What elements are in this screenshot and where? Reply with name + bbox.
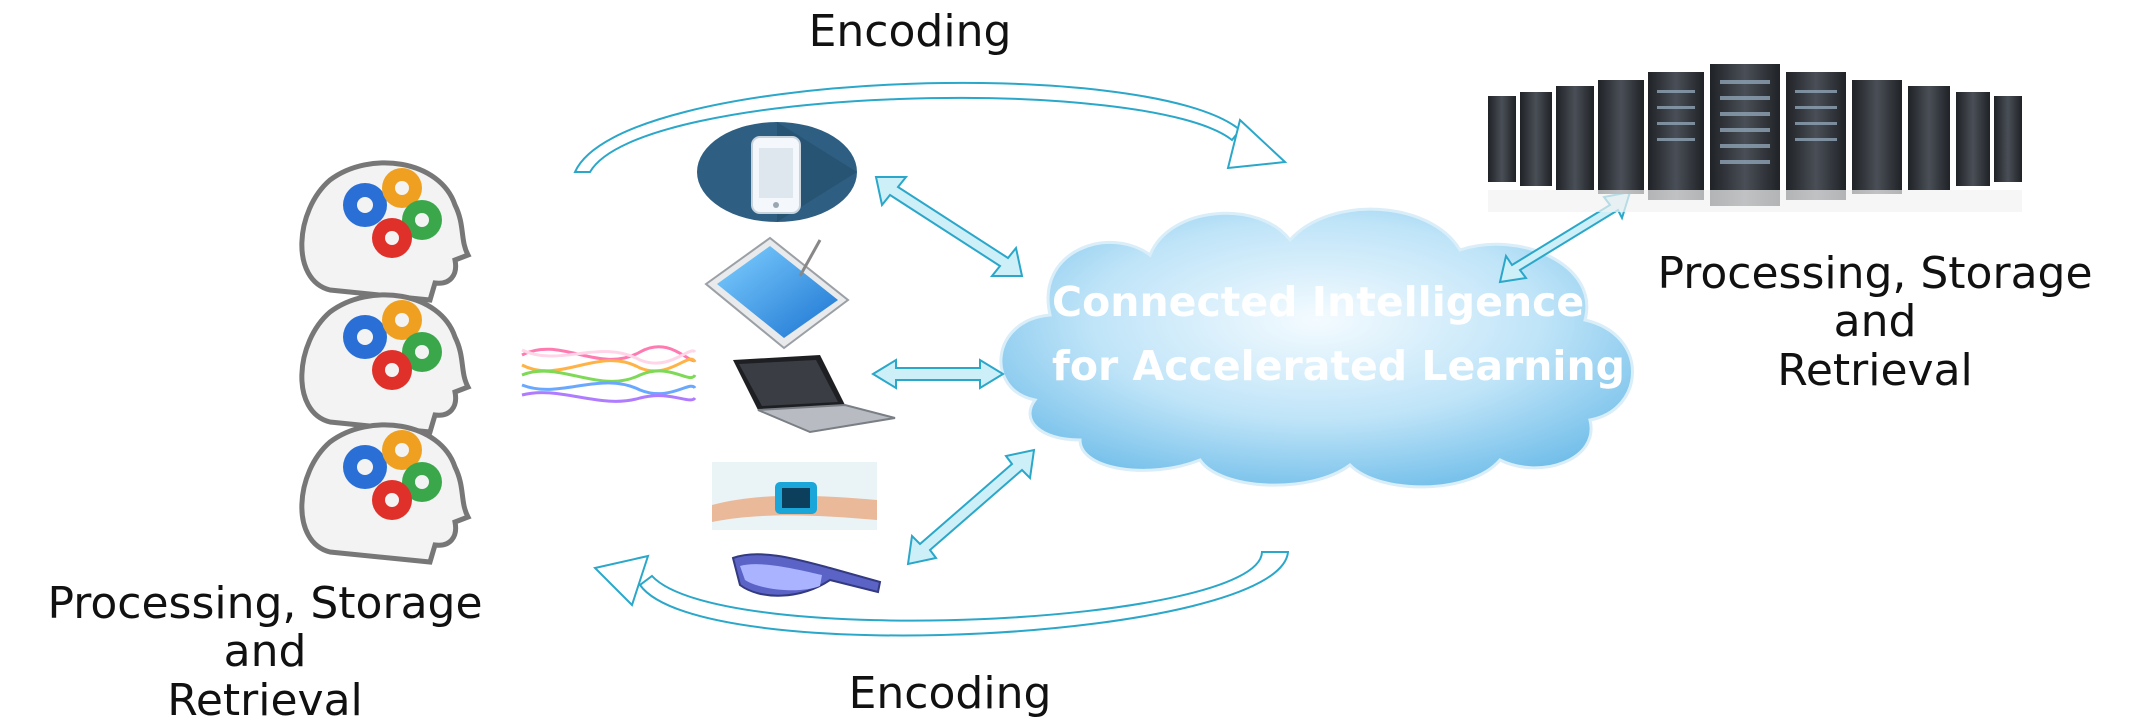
server-rack-icon xyxy=(1488,64,2022,212)
arrow-phone-cloud xyxy=(874,176,1024,277)
cloud-label-line2: for Accelerated Learning xyxy=(1052,342,1626,390)
smartphone-icon xyxy=(697,122,857,222)
smartwatch-icon xyxy=(712,462,877,530)
arrow-glasses-cloud xyxy=(906,448,1036,566)
tablet-icon xyxy=(704,236,850,350)
arrow-laptop-cloud xyxy=(871,358,1005,390)
cloud-label: Connected Intelligence for Accelerated L… xyxy=(1010,270,1630,398)
smart-glasses-icon xyxy=(731,553,882,597)
cloud-label-line1: Connected Intelligence xyxy=(1052,278,1585,326)
encoding-top-arrow xyxy=(573,81,1288,173)
right-caption-line1: Processing, Storage and xyxy=(1657,248,2093,348)
encoding-bottom-label: Encoding xyxy=(848,668,1052,719)
brain-gears-icon xyxy=(299,422,472,565)
encoding-bottom-arrow xyxy=(593,551,1290,637)
left-caption-line1: Processing, Storage and xyxy=(47,578,483,678)
cloud-shape xyxy=(999,207,1634,489)
left-caption-line2: Retrieval xyxy=(167,674,363,726)
brainwave-icon xyxy=(521,345,697,403)
right-caption-line2: Retrieval xyxy=(1777,344,1973,396)
laptop-icon xyxy=(733,355,896,434)
brain-gears-icon xyxy=(299,160,472,303)
encoding-top-label: Encoding xyxy=(808,6,1012,57)
left-caption: Processing, Storage and Retrieval xyxy=(5,578,525,726)
brain-gears-icon xyxy=(299,292,472,435)
right-caption: Processing, Storage and Retrieval xyxy=(1615,248,2135,396)
